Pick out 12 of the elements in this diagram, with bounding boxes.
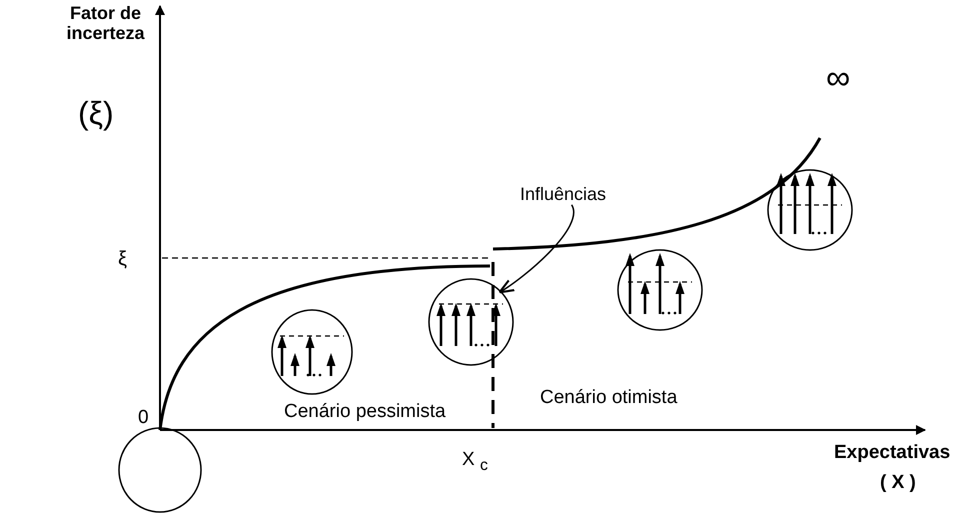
callout-text: Influências xyxy=(520,185,606,205)
leader-arrow xyxy=(498,204,574,294)
xi-symbol: (ξ) xyxy=(78,96,114,132)
origin-label: 0 xyxy=(138,408,149,429)
region-label: Cenário pessimista xyxy=(284,402,446,423)
infinity-symbol: ∞ xyxy=(826,60,850,98)
x-axis-symbol: ( X ) xyxy=(880,473,916,494)
region-label: Cenário otimista xyxy=(540,388,678,409)
x-axis-title: Expectativas xyxy=(834,443,950,464)
xi-tick-label: ξ xyxy=(118,248,127,270)
threshold-label: X $_{c}$ xyxy=(462,450,488,474)
y-axis-title: Fator de incerteza xyxy=(65,4,146,44)
